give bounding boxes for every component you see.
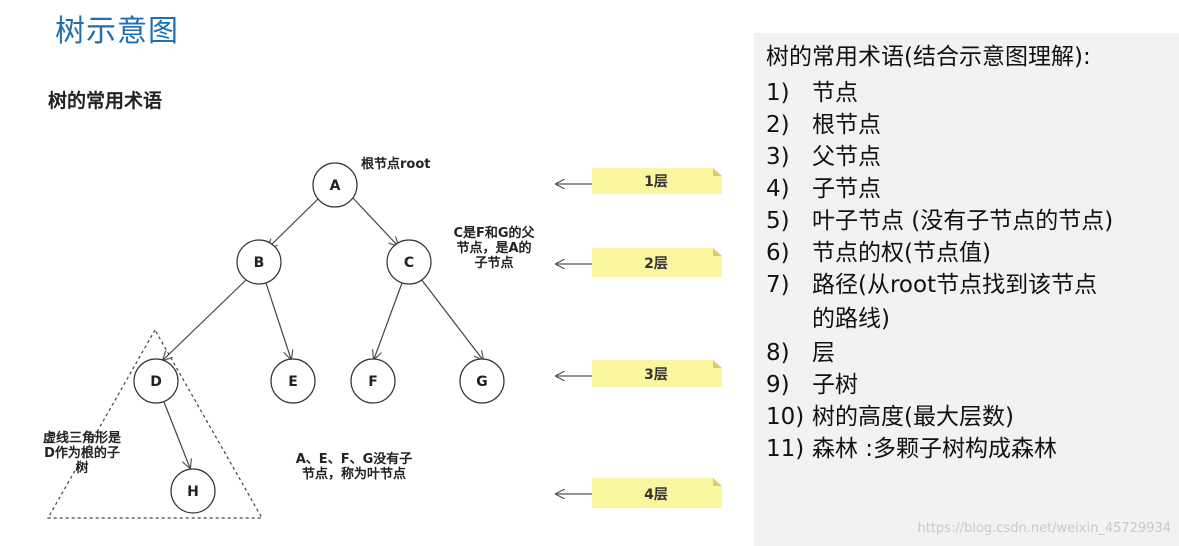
edge-c-f [374,282,403,359]
terms-panel: 树的常用术语(结合示意图理解): 1)节点 2)根节点 3)父节点 4)子节点 … [754,33,1179,546]
section-subtitle: 树的常用术语 [48,90,163,112]
parent-note: C是F和G的父 节点，是A的 子节点 [453,225,535,271]
svg-text:节点，是A的: 节点，是A的 [456,240,531,256]
svg-text:虚线三角形是: 虚线三角形是 [43,430,122,446]
node-e: E [270,358,316,404]
term-item-8: 8)层 [766,340,835,366]
level-marker-1: 1层 [556,168,722,194]
svg-text:4层: 4层 [644,487,668,503]
edge-b-e [265,282,291,359]
edge-b-d [163,279,247,360]
svg-text:子节点: 子节点 [474,255,513,271]
svg-text:E: E [288,374,298,390]
terms-title: 树的常用术语(结合示意图理解): [766,44,1091,70]
svg-text:B: B [254,255,265,271]
node-g: G [459,358,505,404]
term-item-7: 7)路径(从root节点找到该节点 的路线) [766,272,1098,332]
svg-text:A、E、F、G没有子: A、E、F、G没有子 [296,451,413,467]
node-b: B [236,239,282,285]
term-item-2: 2)根节点 [766,112,881,138]
subtree-note: 虚线三角形是 D作为根的子 树 [43,430,122,476]
node-c: C [386,239,432,285]
term-item-9: 9)子树 [766,372,858,398]
level-marker-4: 4层 [556,478,722,508]
edge-a-c [351,196,398,246]
term-item-5: 5)叶子节点 (没有子节点的节点) [766,208,1114,234]
edge-c-g [420,278,483,360]
node-h: H [170,468,216,514]
edge-a-b [268,196,321,248]
svg-text:1层: 1层 [644,174,668,190]
term-item-10: 10)树的高度(最大层数) [766,404,1014,430]
level-marker-2: 2层 [556,248,722,277]
term-item-1: 1)节点 [766,80,858,106]
subtree-triangle [46,328,264,519]
svg-text:D作为根的子: D作为根的子 [44,445,120,461]
term-item-11: 11)森林 :多颗子树构成森林 [766,436,1058,462]
edge-d-h [163,401,190,468]
node-f: F [350,358,396,404]
svg-text:A: A [330,178,341,194]
svg-text:2层: 2层 [644,256,668,272]
svg-text:C: C [404,255,414,271]
svg-text:节点，称为叶节点: 节点，称为叶节点 [302,466,406,482]
svg-text:H: H [187,484,199,500]
term-item-6: 6)节点的权(节点值) [766,240,991,266]
node-a: A [312,162,358,208]
svg-text:C是F和G的父: C是F和G的父 [453,225,535,241]
watermark: https://blog.csdn.net/weixin_45729934 [917,521,1171,536]
svg-text:树: 树 [75,460,88,476]
svg-text:3层: 3层 [644,367,668,383]
tree-diagram: A B C D E F G H 根节点root C是F和G的父 节点，是A的 子… [43,156,722,519]
svg-text:G: G [476,374,488,390]
svg-text:F: F [368,374,378,390]
page-title: 树示意图 [55,14,179,49]
term-item-4: 4)子节点 [766,176,881,202]
root-note: 根节点root [361,156,431,172]
term-item-3: 3)父节点 [766,144,881,170]
svg-text:D: D [150,374,162,390]
node-d: D [133,358,179,404]
leaf-note: A、E、F、G没有子 节点，称为叶节点 [296,451,413,482]
level-marker-3: 3层 [556,360,722,387]
